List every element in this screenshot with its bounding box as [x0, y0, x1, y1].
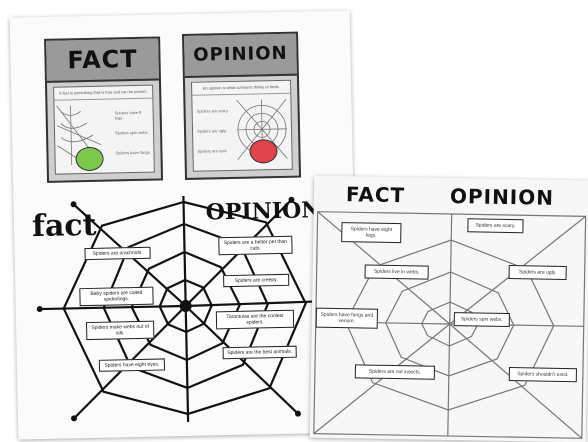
worksheet-fact-heading: FACT	[345, 182, 406, 208]
opinion-card-body: An opinion is what someone thinks or fee…	[191, 79, 293, 172]
worksheet-label-3: Spiders live in webs.	[364, 264, 429, 280]
sort-worksheet: FACT OPINION Spiders have eight legs. Sp…	[309, 175, 588, 442]
worksheet-label-5: Spiders have fangs and venom.	[315, 307, 378, 329]
worksheet-label-2: Spiders are scary.	[467, 218, 524, 234]
anchor-chart-sheet: FACT A fact is something that is true an…	[9, 10, 359, 440]
opinion-label-4: Spiders are the best animals.	[222, 345, 297, 360]
opinion-label-1: Spiders are a better pet than cats.	[218, 235, 293, 256]
fact-label-2: Baby spiders are called spiderlings.	[79, 286, 154, 307]
fact-note-1: Spiders have 8 legs.	[114, 109, 142, 121]
opinion-card: OPINION An opinion is what someone think…	[181, 31, 302, 180]
opinion-note-2: Spiders are ugly.	[196, 128, 227, 134]
fact-card-title: FACT	[46, 38, 159, 83]
worksheet-label-4: Spiders are ugly.	[508, 265, 567, 281]
fact-card-body: A fact is something that is true and can…	[53, 84, 155, 175]
opinion-label-2: Spiders are creepy.	[223, 273, 290, 288]
worksheet-label-6: Spiders spin webs.	[453, 312, 510, 328]
fact-label-3: Spiders make webs out of silk.	[86, 320, 155, 341]
opinion-label-3: Tarantulas are the coolest spiders.	[215, 309, 295, 330]
fact-definition: A fact is something that is true and can…	[54, 85, 153, 101]
green-spider-icon	[75, 146, 104, 172]
fact-web-heading: fact	[31, 207, 97, 245]
fact-label-1: Spiders are arachnids.	[84, 246, 151, 261]
worksheet-label-7: Spiders are not insects.	[354, 364, 436, 380]
worksheet-opinion-heading: OPINION	[449, 183, 555, 210]
worksheet-label-1: Spiders have eight legs.	[341, 222, 402, 244]
fact-note-3: Spiders have fangs.	[115, 149, 151, 156]
worksheet-label-8: Spiders shouldn't exist.	[508, 367, 577, 383]
opinion-web-heading: OPINION	[205, 197, 322, 226]
fact-label-4: Spiders have eight eyes.	[98, 358, 166, 372]
red-spider-icon	[249, 139, 278, 164]
opinion-note-3: Spiders are cool.	[197, 148, 228, 154]
opinion-definition: An opinion is what someone thinks or fee…	[192, 80, 291, 96]
opinion-note-1: Spiders are scary.	[196, 108, 229, 114]
fact-note-2: Spiders spin webs.	[115, 129, 149, 136]
opinion-card-title: OPINION	[184, 33, 297, 78]
fact-card: FACT A fact is something that is true an…	[44, 36, 164, 183]
